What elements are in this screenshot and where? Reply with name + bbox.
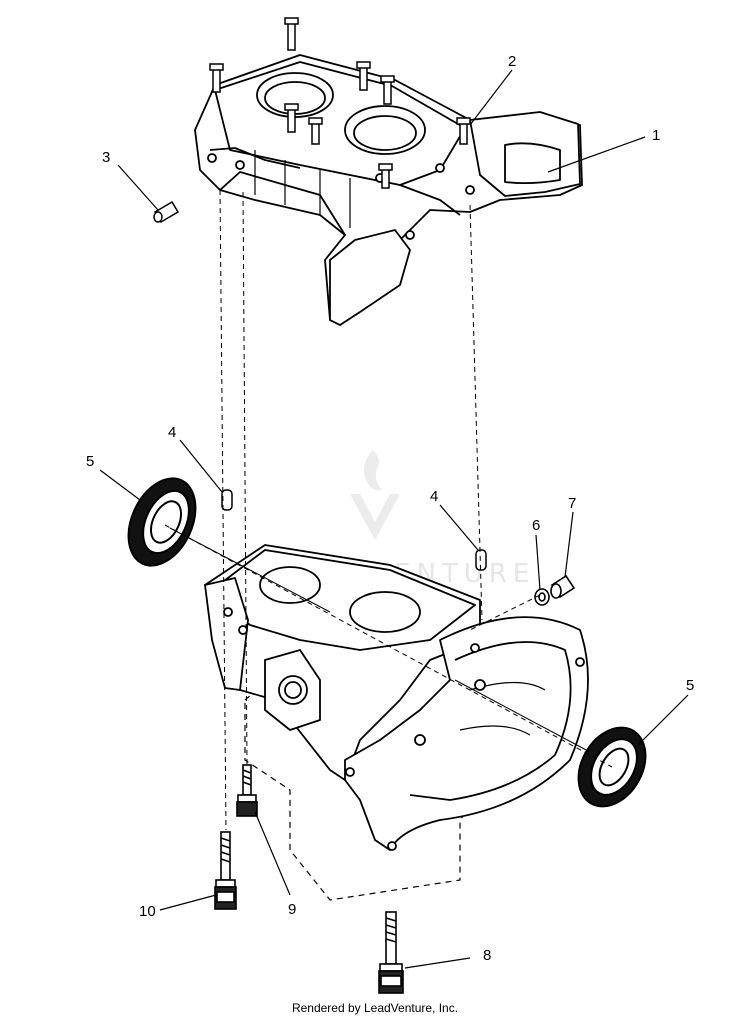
alignment-lines (164, 189, 613, 831)
callout-labels: 1 2 3 4 4 5 5 6 7 8 9 10 (86, 53, 694, 964)
callout-2: 2 (508, 53, 516, 70)
leader-lines (99, 69, 689, 969)
dowel-pins (221, 489, 487, 571)
part-10-bolt-long (214, 831, 237, 910)
cylinder-studs (209, 17, 471, 189)
callout-6: 6 (532, 517, 540, 534)
callout-1: 1 (652, 127, 660, 144)
footer-credit: Rendered by LeadVenture, Inc. (291, 1001, 459, 1015)
part-7-drain-plug (550, 574, 576, 599)
crankshaft-seal-left (127, 477, 197, 567)
lower-crankcase (204, 544, 589, 901)
callout-4-right: 4 (430, 488, 438, 505)
callout-8: 8 (483, 947, 491, 964)
callout-3: 3 (102, 149, 110, 166)
callout-7: 7 (568, 495, 576, 512)
seal-axis-solid (169, 527, 591, 753)
callout-9: 9 (288, 901, 296, 918)
callout-4-left: 4 (168, 424, 176, 441)
callout-5-right: 5 (686, 677, 694, 694)
callout-10: 10 (139, 903, 156, 920)
part-3-plug-pin (153, 200, 180, 224)
part-8-bolt-long (378, 911, 404, 994)
callout-5-left: 5 (86, 453, 94, 470)
part-6-washer (534, 588, 550, 606)
part-9-bolt-short (236, 764, 258, 817)
